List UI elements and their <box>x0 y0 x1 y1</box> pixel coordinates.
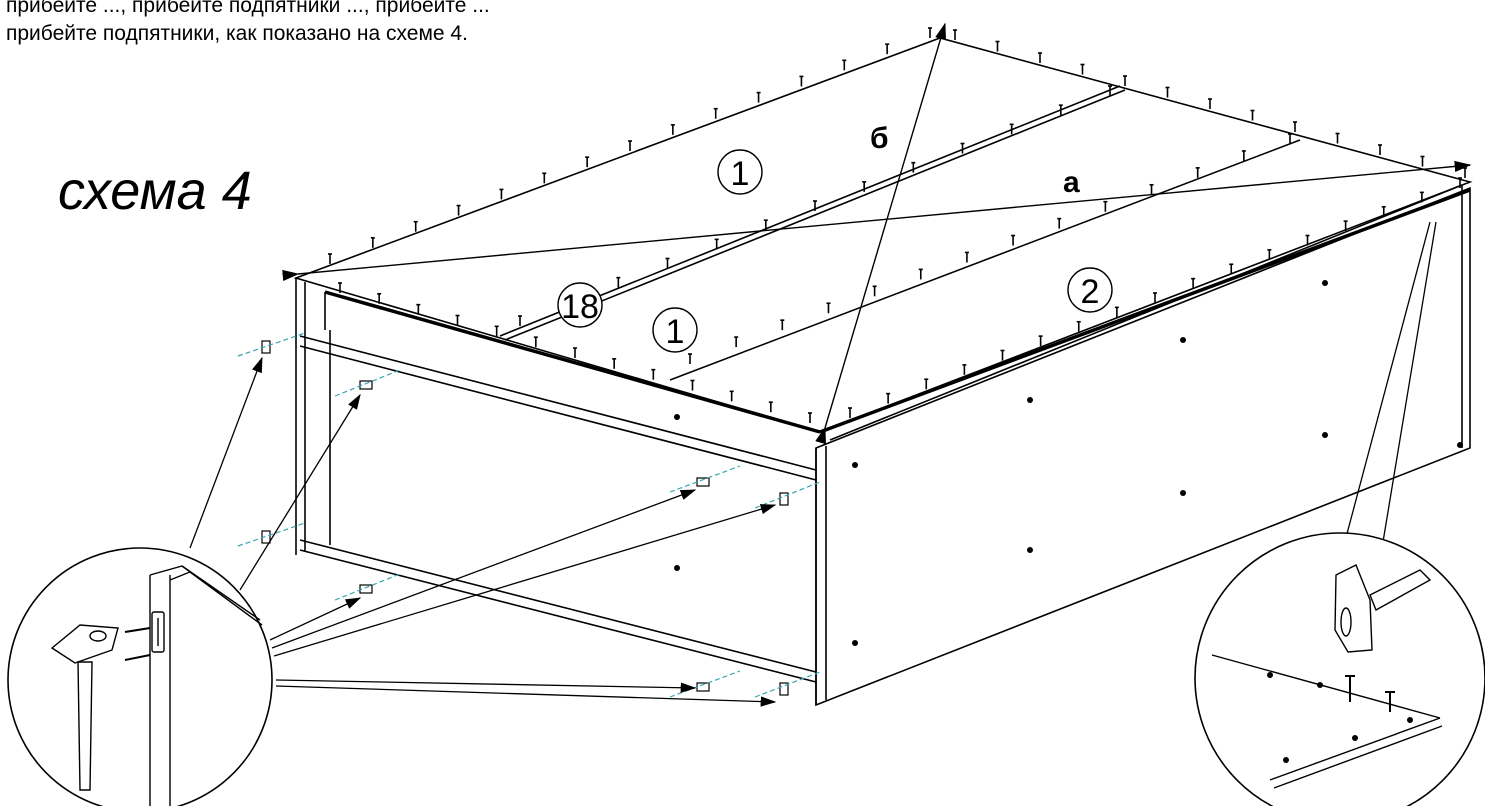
part-label-1-mid: 1 <box>652 307 698 353</box>
instruction-line-2: прибейте подпятники, как показано на схе… <box>6 22 468 45</box>
pointer-arrows <box>189 356 777 707</box>
nail-icon <box>124 627 151 661</box>
foot-pad-hints <box>237 332 821 698</box>
foot-pads <box>261 340 789 696</box>
part-label-1-top: 1 <box>717 149 763 195</box>
nails-group <box>328 27 1467 423</box>
svg-text:1: 1 <box>666 313 685 351</box>
side-holes <box>674 280 1463 646</box>
part-label-2: 2 <box>1067 267 1113 313</box>
foot-pad-icon <box>151 611 165 653</box>
hammer-icon <box>50 624 119 791</box>
panel-closeup <box>1211 654 1443 789</box>
diagonal-b-label: б <box>870 122 889 155</box>
svg-text:18: 18 <box>561 288 599 326</box>
part-label-18: 18 <box>557 282 603 328</box>
instruction-text: прибейте ..., прибейте подпятники ..., п… <box>6 0 1481 48</box>
cabinet-front-frame <box>295 278 827 705</box>
svg-text:1: 1 <box>731 155 750 193</box>
instruction-line-1: прибейте ..., прибейте подпятники ..., п… <box>6 0 490 17</box>
scheme-title: схема 4 <box>58 161 252 221</box>
magnifier-right <box>1194 532 1485 806</box>
hammer-icon <box>1334 564 1432 653</box>
svg-text:2: 2 <box>1081 273 1100 311</box>
diagonal-a-label: а <box>1063 166 1080 199</box>
nail-icon <box>1345 675 1395 712</box>
magnifier-left <box>7 547 273 806</box>
cabinet-corner-closeup <box>149 565 263 806</box>
pointer-arrows-right <box>1339 221 1437 561</box>
diagonal-b <box>815 22 946 445</box>
